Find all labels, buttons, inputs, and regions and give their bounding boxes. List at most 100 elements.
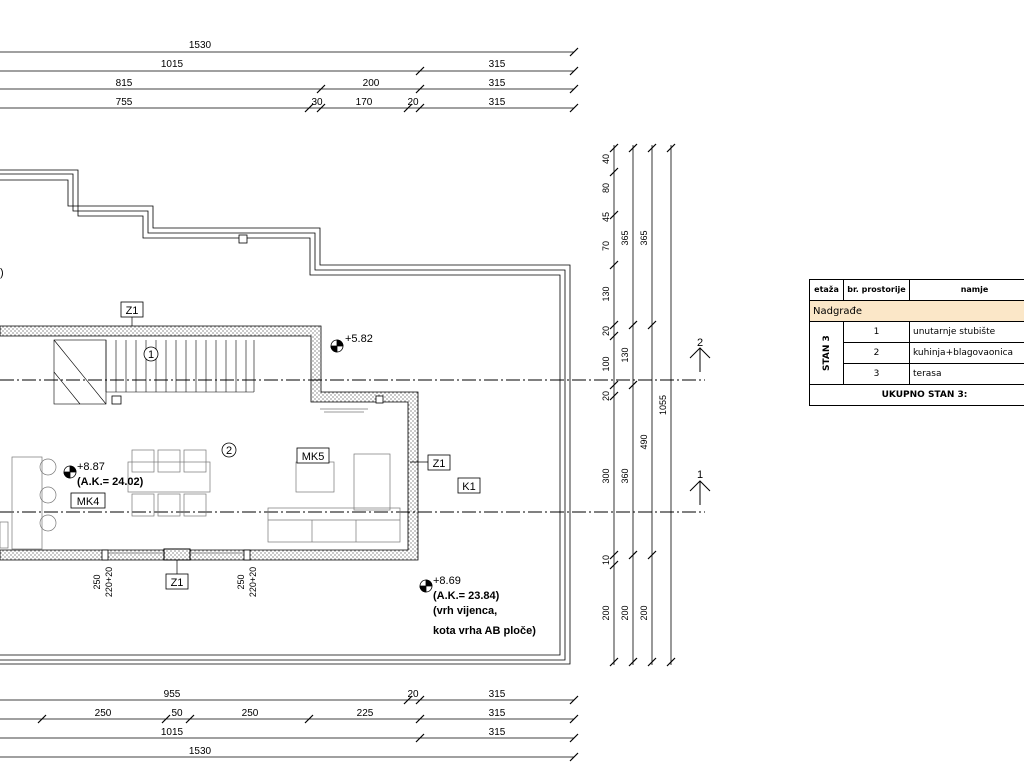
dim-top-r4-a: 755	[116, 97, 133, 108]
table-total-row: UKUPNO STAN 3:	[809, 384, 1024, 406]
dim-top-r4-e: 315	[489, 97, 506, 108]
section-nadgradje: Nadgrađe	[809, 300, 1024, 322]
tag-z1-bottom: Z1	[171, 577, 184, 589]
header-etaza: etaža	[809, 279, 844, 301]
dim-right-c4-0: 1055	[658, 395, 668, 415]
dim-right-c1-5: 20	[601, 326, 611, 336]
dim-bottom-r1-c: 315	[489, 689, 506, 700]
room-num: 1	[843, 321, 910, 343]
bottom-dimension-lines	[0, 699, 574, 758]
dim-bottom-r1-b: 20	[407, 689, 419, 700]
table-header-row: etaža br. prostorije namje	[809, 279, 1024, 301]
dim-top-r4-c: 170	[356, 97, 373, 108]
note-kota-ploce: kota vrha AB ploče)	[433, 625, 536, 637]
dim-right-c1-10: 200	[601, 605, 611, 620]
total-label: UKUPNO STAN 3:	[809, 384, 1024, 406]
window-openings	[101, 549, 251, 561]
dim-right-c2-3: 200	[620, 605, 630, 620]
top-dimension-values: 1530 1015 315 815 200 315 755 30 170 20 …	[116, 40, 506, 108]
elevation-869: +8.69	[433, 575, 461, 587]
right-dimension-lines	[613, 145, 672, 665]
dim-top-r3-c: 315	[489, 78, 506, 89]
tag-z1-right: Z1	[433, 458, 446, 470]
flat-label: STAN 3	[809, 321, 844, 385]
top-dimension-ticks	[304, 47, 579, 113]
section-2-label: 2	[697, 337, 703, 349]
room-name: unutarnje stubište	[909, 321, 1024, 343]
right-dimension-values: 40 80 45 70 130 20 100 20 300 10 200 365…	[601, 154, 668, 621]
room-num: 2	[843, 342, 910, 364]
tag-z1-top: Z1	[126, 305, 139, 317]
room-number-2: 2	[226, 445, 232, 457]
dim-bottom-r2-d: 225	[357, 708, 374, 719]
section-lines	[0, 379, 705, 513]
dim-bottom-r3-b: 315	[489, 727, 506, 738]
drain-right	[375, 395, 384, 404]
chimney-bottom	[163, 548, 191, 561]
tag-mk4: MK4	[77, 496, 100, 508]
absolute-elevation-2384: (A.K.= 23.84)	[433, 590, 500, 602]
window-1-detail: 220+20	[104, 567, 114, 597]
window-2-height: 250	[236, 574, 246, 589]
dim-right-c1-1: 80	[601, 183, 611, 193]
table-row: 2 kuhinja+blagovaonica	[810, 342, 1024, 364]
elevation-symbols	[63, 339, 433, 593]
top-dimension-lines	[0, 51, 574, 109]
elevation-887: +8.87	[77, 461, 105, 473]
dim-top-r4-d: 20	[407, 97, 419, 108]
room-name: terasa	[909, 363, 1024, 385]
dim-right-c3-1: 490	[639, 434, 649, 449]
dim-bottom-overall: 1530	[189, 746, 212, 757]
dim-top-r3-a: 815	[116, 78, 133, 89]
absolute-elevation-2402: (A.K.= 24.02)	[77, 476, 144, 488]
dim-bottom-r2-e: 315	[489, 708, 506, 719]
dim-right-c1-2: 45	[601, 212, 611, 222]
dim-bottom-r2-b: 50	[171, 708, 183, 719]
elevation-582: +5.82	[345, 333, 373, 345]
tag-k1: K1	[462, 481, 475, 493]
dim-right-c2-1: 130	[620, 347, 630, 362]
header-br-prostorije: br. prostorije	[843, 279, 910, 301]
leader-lines	[131, 317, 428, 574]
dim-right-c2-2: 360	[620, 468, 630, 483]
tag-mk5: MK5	[302, 451, 325, 463]
roof-outline	[0, 169, 571, 665]
table-row: STAN 3 1 unutarnje stubište	[809, 321, 1024, 385]
room-number-1: 1	[148, 349, 154, 361]
room-name: kuhinja+blagovaonica	[909, 342, 1024, 364]
header-namjena: namje	[909, 279, 1024, 301]
drain-top	[238, 234, 248, 244]
dim-right-c1-0: 40	[601, 154, 611, 164]
dim-right-c1-8: 300	[601, 468, 611, 483]
dim-right-c1-7: 20	[601, 391, 611, 401]
dim-right-c3-2: 200	[639, 605, 649, 620]
dim-bottom-r1-a: 955	[164, 689, 181, 700]
room-schedule-table: etaža br. prostorije namje Nadgrađe STAN…	[809, 279, 1024, 406]
dim-right-c1-3: 70	[601, 241, 611, 251]
dim-right-c1-4: 130	[601, 286, 611, 301]
dim-bottom-r3-a: 1015	[161, 727, 184, 738]
dim-top-r2-b: 315	[489, 59, 506, 70]
dim-top-overall: 1530	[189, 40, 212, 51]
furniture	[0, 408, 401, 550]
dim-right-c1-6: 100	[601, 356, 611, 371]
room-num: 3	[843, 363, 910, 385]
dim-right-c2-0: 365	[620, 230, 630, 245]
note-vrh-vijenca: (vrh vijenca,	[433, 605, 497, 617]
dim-top-r4-b: 30	[311, 97, 323, 108]
window-1-height: 250	[92, 574, 102, 589]
dim-bottom-r2-a: 250	[95, 708, 112, 719]
section-1-label: 1	[697, 469, 703, 481]
partial-paren: )	[0, 267, 4, 279]
dim-bottom-r2-c: 250	[242, 708, 259, 719]
dim-right-c3-0: 365	[639, 230, 649, 245]
dim-right-c1-9: 10	[601, 555, 611, 565]
table-section-row: Nadgrađe	[809, 300, 1024, 322]
dim-top-r2-a: 1015	[161, 59, 184, 70]
label-boxes	[70, 301, 481, 590]
window-2-detail: 220+20	[248, 567, 258, 597]
staircase	[53, 339, 255, 405]
dim-top-r3-b: 200	[363, 78, 380, 89]
bottom-dimension-values: 955 20 315 250 50 250 225 315 1015 315 1…	[95, 689, 506, 757]
